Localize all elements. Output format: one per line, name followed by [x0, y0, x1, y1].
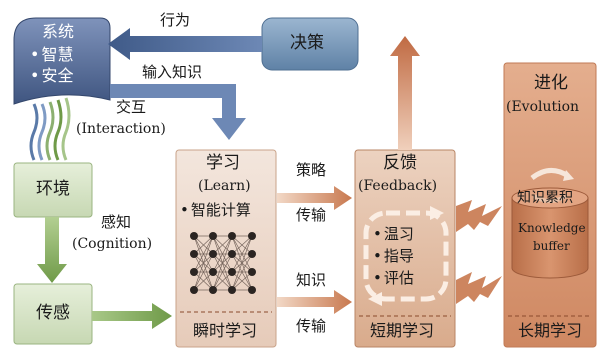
neural-node [190, 268, 198, 276]
knowledge-accumulation-label: 知识累积 [517, 190, 573, 206]
interaction-label: 交互 [116, 98, 147, 116]
knowledge-buffer-line1: Knowledge [518, 221, 586, 235]
neural-node [248, 250, 256, 258]
interaction-en-label: (Interaction) [76, 121, 166, 137]
learn-footer: 瞬时学习 [193, 321, 258, 340]
perception-en-label: (Cognition) [72, 236, 153, 252]
feedback-title: 反馈 [383, 153, 417, 173]
knowledge-label: 知识 [296, 271, 327, 289]
neural-node [248, 268, 256, 276]
cognition-arrow [37, 217, 67, 283]
neural-node [190, 286, 198, 294]
neural-node [209, 232, 217, 240]
behavior-label: 行为 [160, 11, 191, 29]
evolution-title: 进化 [534, 73, 568, 93]
knowledge-arrow [277, 290, 352, 314]
neural-node [209, 268, 217, 276]
knowledge-buffer-line2: buffer [533, 239, 570, 253]
learn-title: 学习 [206, 153, 240, 173]
neural-network [193, 235, 253, 291]
neural-node [209, 286, 217, 294]
interaction-waves [29, 97, 71, 161]
behavior-arrow [108, 28, 262, 60]
neural-node [190, 250, 198, 258]
feedback-item-guide: 指导 [373, 247, 414, 265]
neural-node [209, 250, 217, 258]
input-knowledge-arrow [110, 84, 246, 140]
transfer-top-label: 传输 [296, 206, 327, 224]
strategy-label: 策略 [296, 161, 327, 179]
feedback-item-review: 温习 [373, 225, 414, 243]
neural-node [228, 250, 236, 258]
feedback-decision-arrow [390, 36, 420, 150]
zigzag-arrow-bottom [456, 272, 502, 304]
decision-label: 决策 [290, 33, 324, 53]
neural-node [228, 286, 236, 294]
neural-network-nodes [190, 232, 256, 294]
zigzag-arrow-top [456, 200, 502, 232]
neural-node [228, 232, 236, 240]
system-title: 系统 [42, 22, 75, 41]
input-knowledge-label: 输入知识 [142, 63, 203, 81]
neural-node [248, 286, 256, 294]
transfer-bottom-label: 传输 [296, 317, 327, 335]
neural-node [228, 268, 236, 276]
neural-node [190, 232, 198, 240]
strategy-arrow [277, 186, 352, 210]
neural-node [248, 232, 256, 240]
system-item-wisdom: 智慧 [30, 45, 73, 64]
perception-label: 感知 [101, 213, 132, 231]
feedback-title-en: (Feedback) [358, 178, 438, 194]
sensing-learn-arrow [92, 303, 172, 329]
learn-title-en: (Learn) [198, 178, 251, 194]
knowledge-cylinder [511, 197, 589, 279]
sensing-label: 传感 [36, 303, 70, 323]
environment-label: 环境 [36, 179, 70, 199]
system-item-safety: 安全 [30, 66, 73, 85]
feedback-item-evaluate: 评估 [373, 269, 414, 287]
feedback-footer: 短期学习 [370, 321, 435, 340]
evolution-footer: 长期学习 [518, 321, 583, 340]
evolution-title-en: (Evolution [506, 99, 580, 115]
learn-item-smart-computing: 智能计算 [180, 201, 251, 219]
